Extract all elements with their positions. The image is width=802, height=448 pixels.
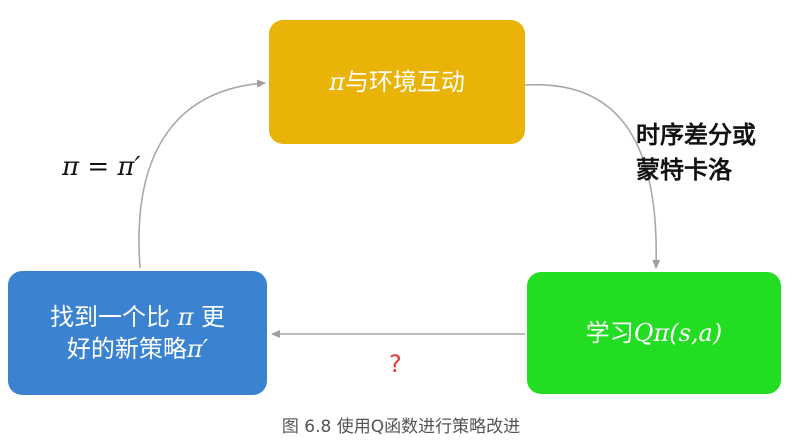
learn-q-box: 学习 Qπ(s,a) (527, 272, 781, 394)
policy-update-label: π = π′ (62, 152, 141, 182)
td-or-mc-label: 时序差分或 蒙特卡洛 (636, 118, 756, 188)
policy-line-1-tail: 更 (193, 302, 226, 331)
find-better-policy-box: 找到一个比 π 更 好的新策略π′ (8, 271, 267, 395)
q-pi-formula: Qπ(s,a) (633, 318, 723, 347)
td-or-mc-line-2: 蒙特卡洛 (636, 155, 732, 184)
arrow-top-to-right (524, 83, 661, 269)
question-mark-label: ? (389, 350, 402, 378)
figure-caption: 图 6.8 使用Q函数进行策略改进 (281, 417, 521, 437)
policy-line-1-pi: π (177, 302, 194, 331)
policy-line-1: 找到一个比 π 更 (50, 301, 225, 333)
pi-symbol: π (329, 67, 345, 96)
policy-line-2: 好的新策略π′ (67, 333, 208, 365)
arrow-left-to-top (138, 79, 266, 269)
policy-line-2-pi-prime: π′ (186, 335, 209, 363)
td-or-mc-line-1: 时序差分或 (636, 121, 756, 149)
interact-text: 与环境互动 (344, 67, 465, 96)
policy-line-1-text: 找到一个比 (49, 302, 178, 331)
policy-line-2-text: 好的新策略 (66, 335, 187, 363)
learn-text: 学习 (585, 318, 634, 347)
